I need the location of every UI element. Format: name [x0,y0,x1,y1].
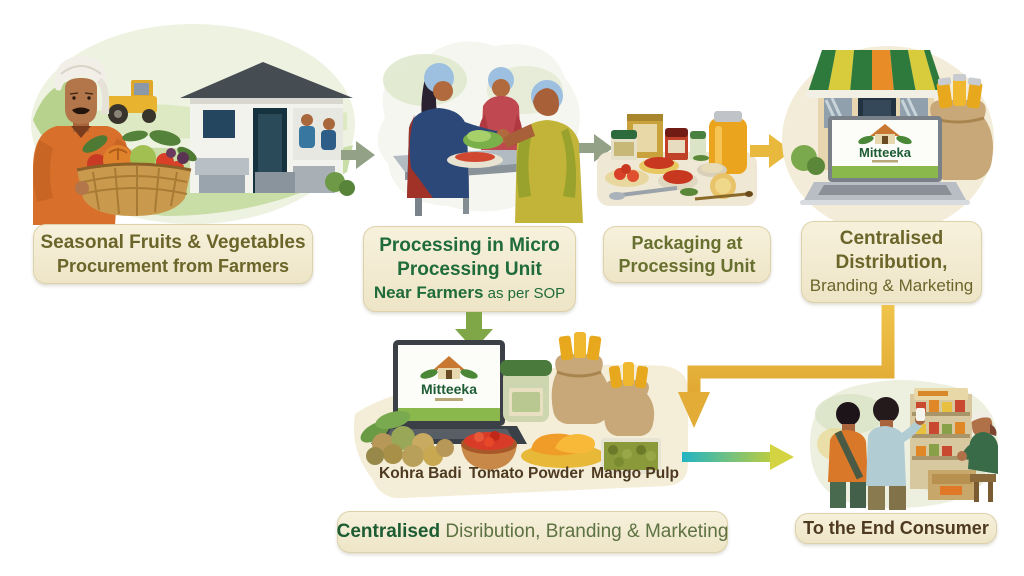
procurement-label-box: Seasonal Fruits & Vegetables Procurement… [33,224,313,284]
red-jar [665,128,688,160]
distribution-line2: Distribution, [835,252,948,273]
kohra-badi-pile [360,410,454,467]
consumer-label-box: To the End Consumer [795,513,997,544]
packaging-line1: Packaging at [631,232,743,253]
consumer-label: To the End Consumer [803,518,989,538]
distribution-label-box: Centralised Distribution, Branding & Mar… [801,221,982,303]
distribution-illustration: Mitteeka [782,46,994,224]
processing-line3: Near Farmers as per SOP [374,282,565,305]
brand-name-text: Mitteeka [421,381,477,397]
arrow-right-icon [750,134,792,168]
processing-line1: Processing in Micro [379,234,560,256]
worker-left [407,63,510,198]
arrow-right-icon [682,444,794,470]
honey-jar [709,111,747,174]
banner-strong: Centralised [336,521,441,542]
processing-label-box: Processing in Micro Processing Unit Near… [363,226,576,312]
building [180,62,353,193]
packaging-line2: Processing Unit [618,255,756,276]
product-label-mango-pulp: Mango Pulp [591,465,679,482]
worker-right [503,80,583,223]
sack-with-jars [551,332,610,424]
pickle-jar [500,360,552,422]
procurement-line2: Procurement from Farmers [56,256,290,276]
arrow-right-icon [341,141,375,169]
packaging-label-box: Packaging at Processing Unit [603,226,771,283]
brand-name-text: Mitteeka [859,145,912,160]
gold-tin [627,114,663,158]
small-jar [611,130,637,160]
processing-illustration [377,41,583,223]
processing-line2: Processing Unit [397,258,542,280]
distribution-line1: Centralised [839,228,944,249]
shopkeeper [957,410,998,502]
distribution-line3: Branding & Marketing [809,276,974,295]
tomato-powder-bowl [461,431,517,470]
product-label-tomato-powder: Tomato Powder [468,465,584,482]
packaging-illustration [597,111,757,206]
cardboard-boxes [928,470,976,500]
arrow-bent-down-icon [678,305,895,428]
arrow-right-icon [579,134,613,162]
product-sack [926,74,993,180]
green-jar [690,131,706,160]
banner-text: Centralised Disribution, Branding & Mark… [337,521,729,543]
basket-with-jars [603,362,655,436]
processing-line3-suffix: as per SOP [483,284,566,302]
pickle-box [601,438,661,474]
tractor-icon [107,80,157,124]
customer-orange [828,402,868,508]
consumer-illustration [810,380,998,510]
product-labels: Kohra Badi Tomato Powder Mango Pulp [379,465,679,483]
arrow-down-icon [455,312,493,350]
processing-line3-strong: Near Farmers [373,282,484,302]
product-label-kohra-badi: Kohra Badi [379,465,462,482]
procurement-line1: Seasonal Fruits & Vegetables [40,232,306,253]
customer-blue [866,397,925,510]
laptop: Mitteeka [800,116,970,205]
products-illustration: Mitteeka [353,332,688,499]
banner-label-box: Centralised Disribution, Branding & Mark… [337,511,728,553]
laptop: Mitteeka [371,340,527,444]
procurement-illustration [31,24,355,225]
produce-basket [75,130,197,216]
mango-plate [521,433,605,468]
banner-rest: Disribution, Branding & Marketing [440,521,729,542]
